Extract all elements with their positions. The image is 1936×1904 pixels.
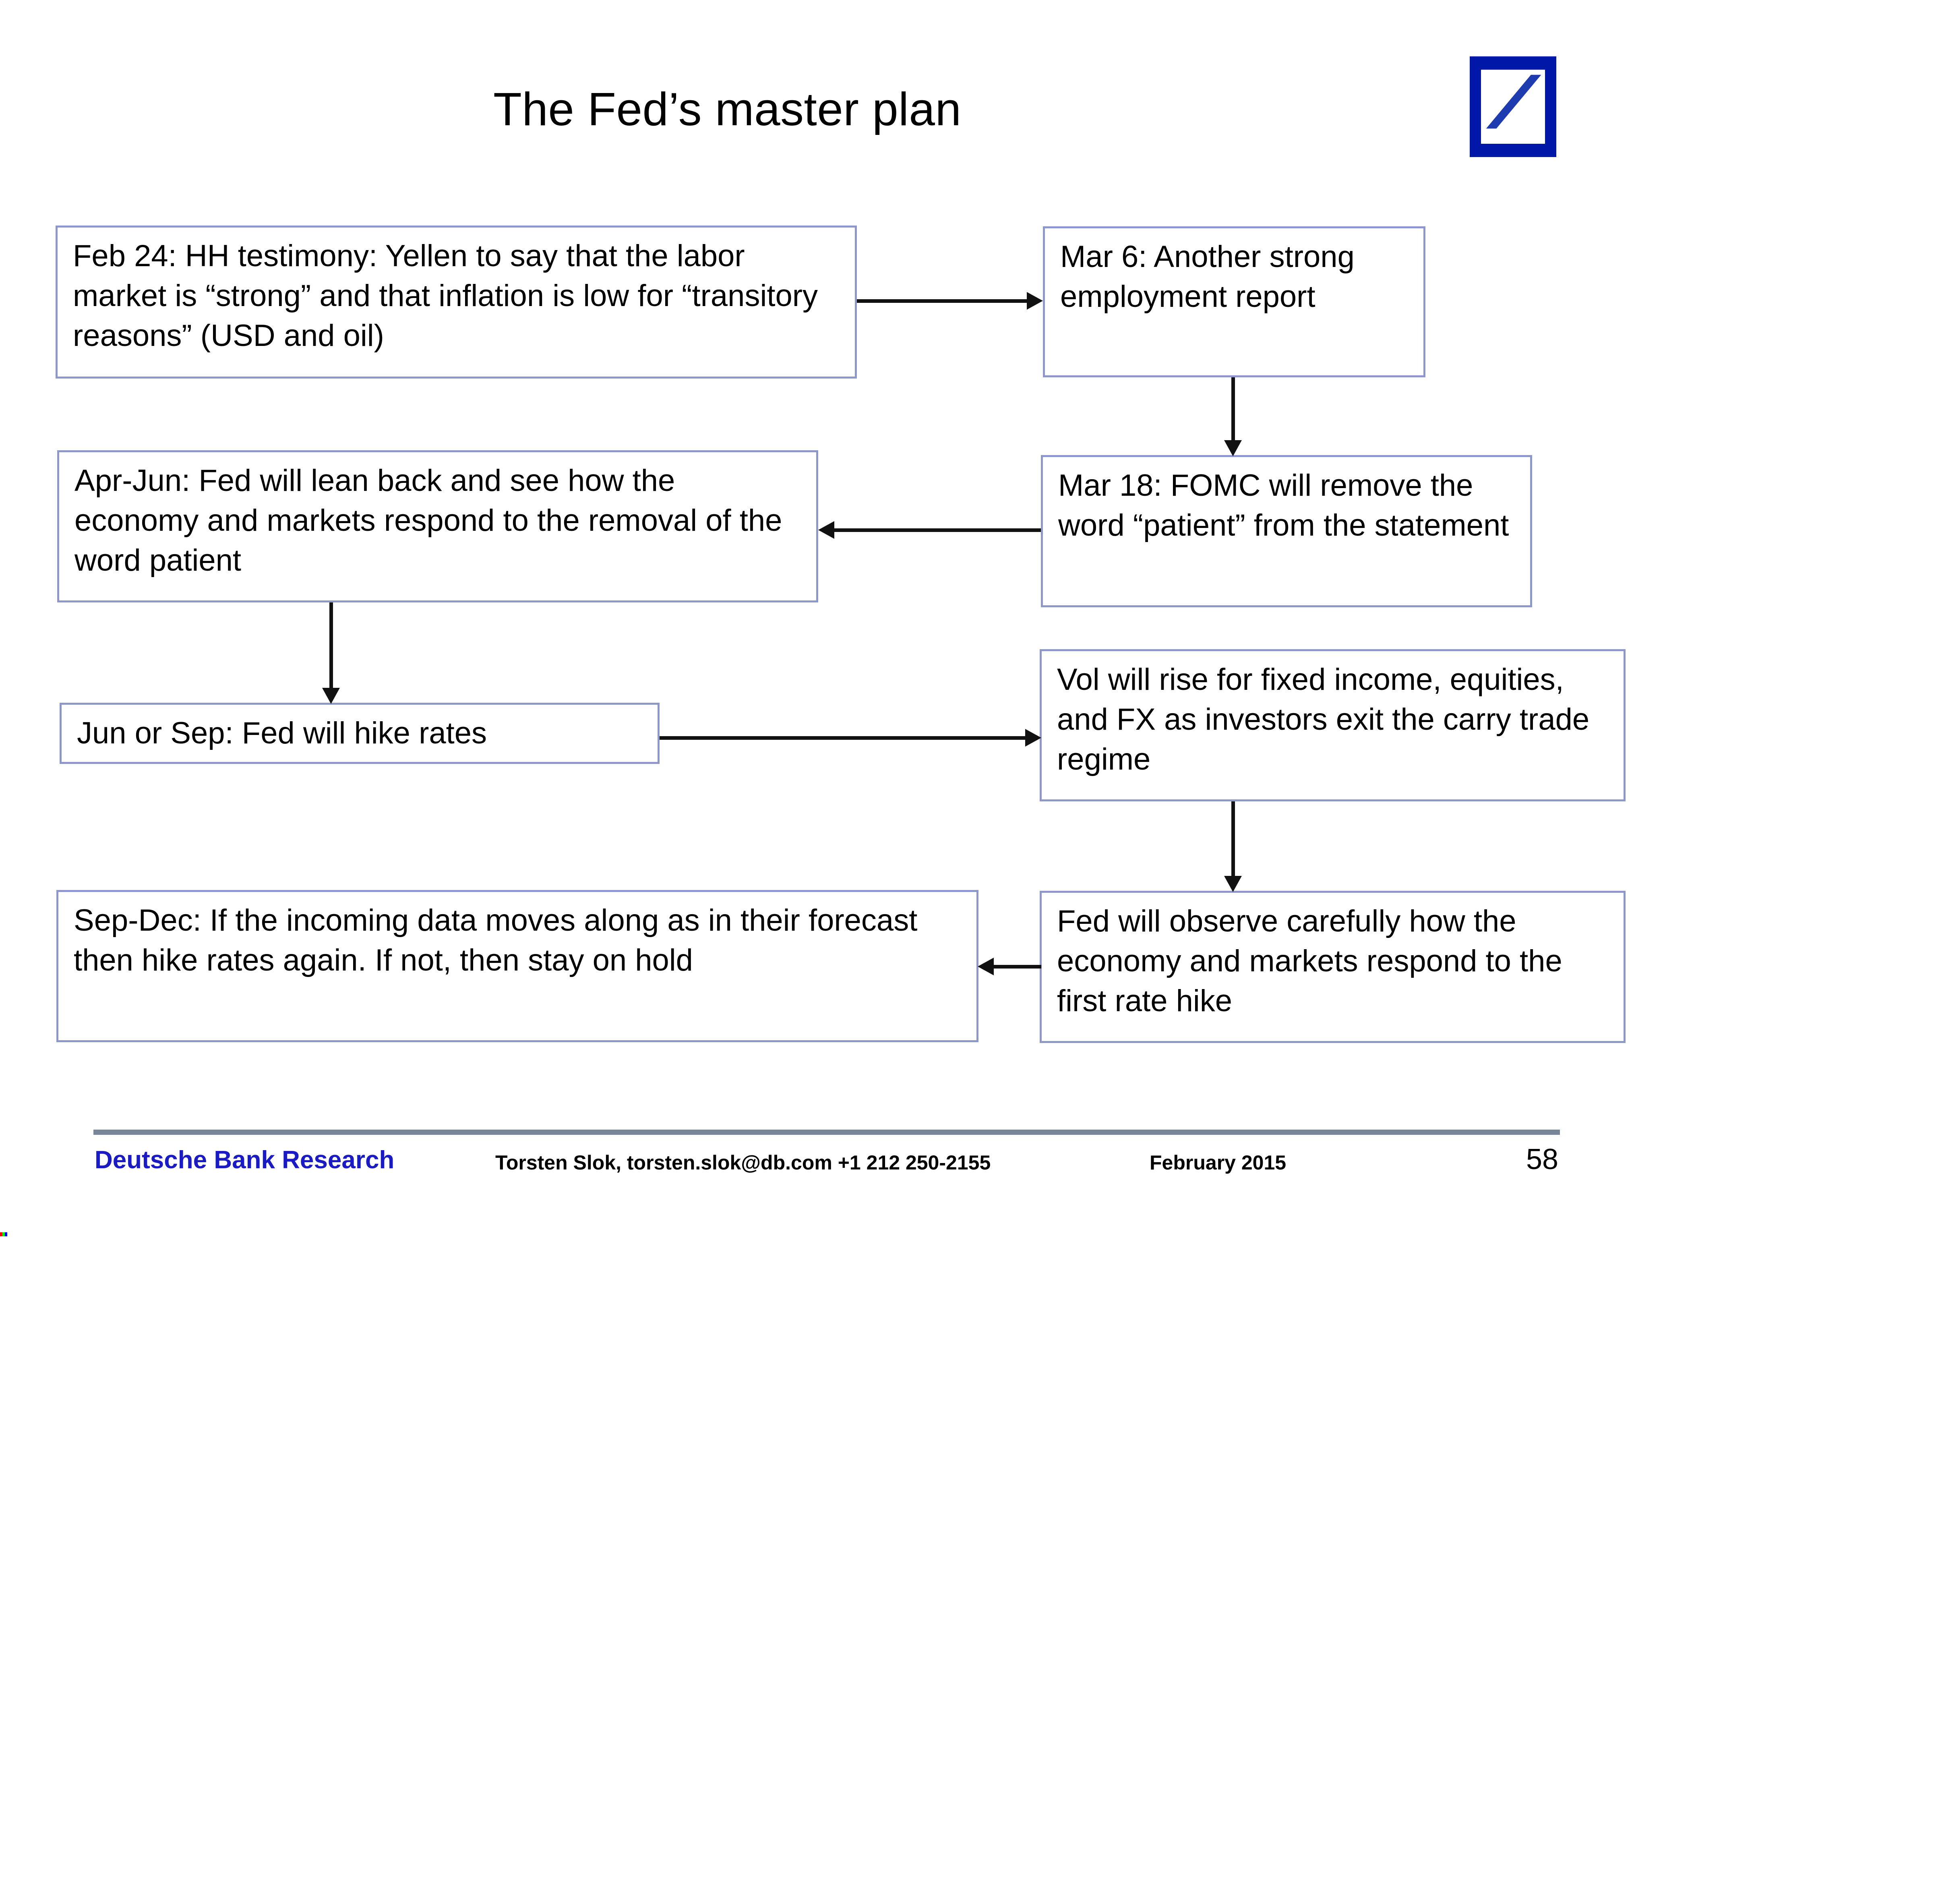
- flow-box-volatility[interactable]: Vol will rise for fixed income, equities…: [1040, 649, 1626, 801]
- flow-box-apr-jun[interactable]: Apr-Jun: Fed will lean back and see how …: [57, 450, 818, 602]
- flow-box-mar6[interactable]: Mar 6: Another strong employment report: [1043, 226, 1425, 377]
- diagonal-slash-icon: [1486, 75, 1541, 129]
- rgb-swatch-blue: [5, 1232, 7, 1236]
- footer-contact-info: Torsten Slok, torsten.slok@db.com +1 212…: [495, 1151, 991, 1174]
- connector-observe-to-sepdec: [978, 958, 1041, 975]
- flow-box-feb24[interactable]: Feb 24: HH testimony: Yellen to say that…: [56, 226, 857, 379]
- connector-aprjun-to-junsep: [322, 602, 340, 704]
- connector-mar18-to-aprjun: [818, 521, 1041, 539]
- rgb-swatch-red: [0, 1232, 2, 1236]
- arrow-head-left: [818, 521, 834, 539]
- arrow-head-left: [978, 958, 994, 975]
- connector-vol-to-observe: [1224, 801, 1242, 892]
- arrow-head-down: [322, 688, 340, 704]
- arrow-head-right: [1025, 729, 1041, 747]
- arrow-shaft: [329, 602, 333, 691]
- flow-box-jun-or-sep[interactable]: Jun or Sep: Fed will hike rates: [60, 703, 660, 764]
- rgb-swatch-green: [2, 1232, 5, 1236]
- arrow-shaft: [1231, 801, 1235, 879]
- page-title: The Fed’s master plan: [493, 83, 962, 135]
- arrow-head-down: [1224, 440, 1242, 456]
- arrow-shaft: [1231, 377, 1235, 444]
- connector-mar6-to-mar18: [1224, 377, 1242, 456]
- arrow-shaft: [857, 299, 1031, 303]
- connector-junsep-to-vol: [660, 729, 1041, 747]
- deutsche-bank-logo: [1470, 56, 1556, 157]
- footer-date: February 2015: [1150, 1151, 1287, 1174]
- flow-box-fed-observe[interactable]: Fed will observe carefully how the econo…: [1040, 891, 1626, 1043]
- flow-box-mar18[interactable]: Mar 18: FOMC will remove the word “patie…: [1041, 455, 1532, 607]
- rgb-color-marker: [0, 1232, 7, 1236]
- arrow-shaft: [831, 528, 1041, 532]
- footer-divider: [93, 1130, 1560, 1135]
- arrow-shaft: [991, 965, 1041, 969]
- logo-inner-panel: [1481, 70, 1545, 144]
- footer-brand: Deutsche Bank Research: [95, 1146, 395, 1174]
- arrow-shaft: [660, 736, 1029, 740]
- arrow-head-down: [1224, 876, 1242, 892]
- footer-page-number: 58: [1526, 1143, 1559, 1176]
- arrow-head-right: [1027, 292, 1043, 310]
- flow-box-sep-dec[interactable]: Sep-Dec: If the incoming data moves alon…: [56, 890, 978, 1042]
- connector-feb24-to-mar6: [857, 292, 1043, 310]
